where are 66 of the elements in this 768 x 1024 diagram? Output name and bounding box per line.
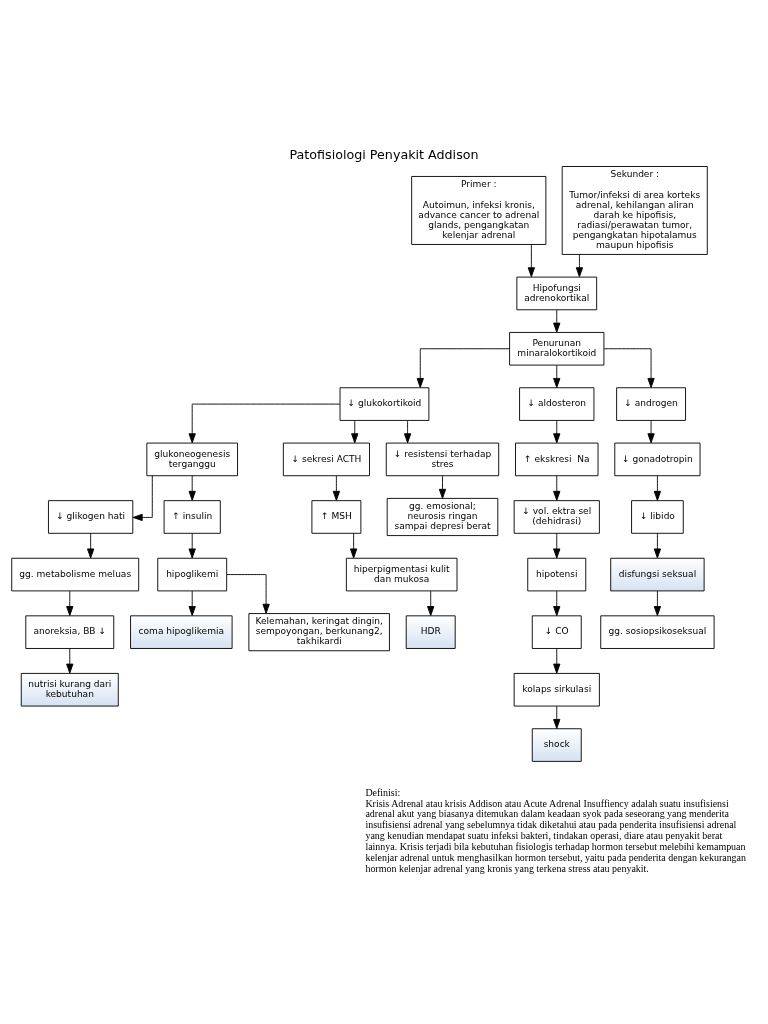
- node-box: Penurunan minaralokortikoid: [509, 332, 605, 366]
- arrow: [553, 705, 561, 729]
- node-box: Sekunder : Tumor/infeksi di area korteks adrenal, kehilangan aliran darah ke hipofisis, radiasi/perawatan tumor, pengangkatan hipotalamus maupun hipofisis: [561, 166, 708, 255]
- arrow: [403, 420, 412, 444]
- node-box: ↓ sekresi ACTH: [282, 442, 370, 477]
- arrow: [553, 648, 561, 674]
- arrow: [653, 532, 662, 559]
- arrow: [132, 475, 153, 522]
- arrow: [87, 532, 95, 559]
- arrow: [188, 475, 196, 501]
- node-box: ↓ glukokortikoid: [339, 387, 430, 421]
- node-box: ↓ CO: [531, 615, 582, 649]
- arrow: [653, 590, 662, 617]
- node-box: gg. emosional; neurosis ringan sampai depresi berat: [386, 497, 499, 537]
- arrow: [653, 475, 662, 501]
- arrow: [438, 475, 447, 499]
- node-box: hipotensi: [527, 557, 587, 592]
- arrow: [66, 590, 74, 617]
- node-box: coma hipoglikemia: [130, 615, 233, 649]
- node-box: shock: [531, 728, 582, 762]
- node-box: ↓ androgen: [616, 387, 686, 421]
- arrow: [553, 309, 561, 333]
- node-box: ↓ gonadotropin: [614, 442, 701, 477]
- node-box: hipoglikemi: [157, 557, 228, 592]
- node-box: hiperpigmentasi kulit dan mukosa: [345, 557, 458, 592]
- arrow: [575, 254, 584, 278]
- node-box: ↓ resistensi terhadap stres: [385, 442, 500, 477]
- arrow: [647, 420, 655, 444]
- node-box: nutrisi kurang dari kebutuhan: [20, 672, 119, 707]
- node-box: ↑ insulin: [163, 500, 221, 534]
- arrow: [188, 532, 196, 559]
- node-box: Primer : Autoimun, infeksi kronis, advance cancer to adrenal glands, pengangkatan kelenjar adrenal: [411, 176, 547, 245]
- label: Definisi:: [365, 786, 401, 798]
- node-box: ↓ glikogen hati: [48, 500, 134, 534]
- arrow: [553, 532, 561, 559]
- node-box: ↓ vol. ektra sel (dehidrasi): [513, 500, 600, 534]
- arrow: [553, 475, 561, 501]
- label: Krisis Adrenal atau krisis Addison atau Acute Adrenal Insuffiency adalah suatu insufisiensi adrenal akut yang biasanya ditemukan dalam keadaan syok pada seseorang yang menderita insufisiensi adrenal yang sebelumnya tidak diketahui atau pada penderita insufisiensi adrenal yang kenudian mendapat suatu infeksi bakteri, tindakan operasi, diare atau penyakit berat lainnya. Krisis terjadi bila kebutuhan fisiologis terhadap hormon tersebut melebihi kemampuan kelenjar adrenal untuk menghasilkan hormon tersebut, yaitu pada penderita dengan kekurangan hormon kelenjar adrenal yang kronis yang terkena stress atau penyakit.: [365, 797, 747, 874]
- node-box: HDR: [405, 615, 456, 649]
- node-box: ↓ libido: [631, 500, 684, 534]
- arrow: [553, 420, 561, 444]
- node-box: ↓ aldosteron: [519, 387, 595, 421]
- node-box: Hipofungsi adrenokortikal: [516, 276, 598, 311]
- arrow: [351, 420, 359, 444]
- arrow: [332, 475, 340, 501]
- node-box: gg. metabolisme meluas: [11, 557, 140, 592]
- node-box: ↑ MSH: [311, 500, 362, 534]
- arrow: [603, 348, 655, 388]
- arrow: [553, 590, 561, 617]
- arrow: [188, 403, 341, 444]
- arrow: [527, 244, 535, 278]
- arrow: [66, 648, 74, 674]
- arrow: [188, 590, 196, 617]
- node-box: kolaps sirkulasi: [513, 672, 600, 707]
- arrow: [226, 574, 270, 614]
- node-box: disfungsi seksual: [610, 557, 705, 592]
- arrow: [553, 364, 561, 388]
- arrow: [416, 348, 510, 388]
- arrow: [427, 590, 435, 617]
- arrow: [350, 532, 358, 559]
- node-box: ↑ ekskresi Na: [515, 442, 599, 477]
- node-box: gg. sosiopsikoseksual: [600, 615, 715, 649]
- node-box: anoreksia, BB ↓: [25, 615, 115, 649]
- diagram-title: Patofisiologi Penyakit Addison: [289, 147, 479, 163]
- node-box: glukoneogenesis terganggu: [146, 442, 238, 477]
- node-box: Kelemahan, keringat dingin, sempoyongan, berkunang2, takhikardi: [248, 613, 390, 652]
